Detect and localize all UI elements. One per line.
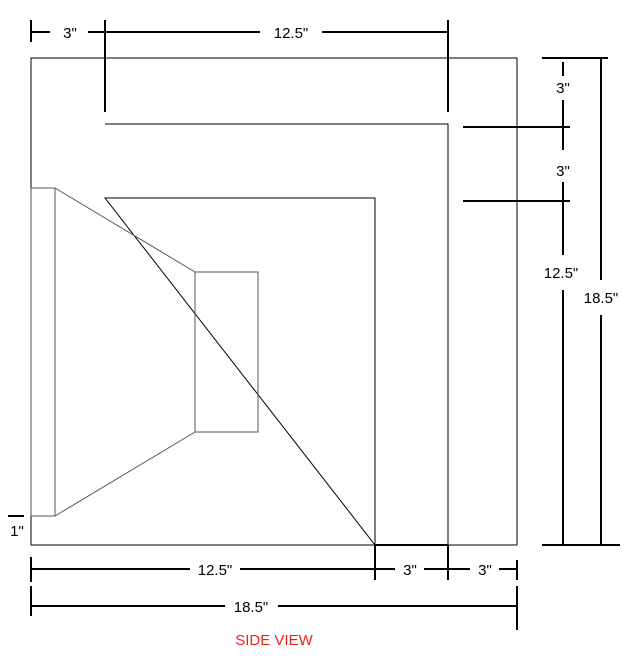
dim-label-right-12-5: 12.5" (544, 265, 579, 282)
dim-label-bottom-3-b: 3" (478, 562, 492, 579)
speaker-cone (54, 187, 196, 517)
speaker-magnet (194, 271, 259, 433)
internal-baffle (103, 123, 449, 547)
dim-label-bottom-12-5: 12.5" (198, 562, 233, 579)
enclosure-outline (30, 57, 518, 546)
dim-label-top-12-5: 12.5" (274, 25, 309, 42)
side-view-caption: SIDE VIEW (235, 632, 313, 649)
dim-label-right-3-top: 3" (556, 80, 570, 97)
dim-label-right-3-mid: 3" (556, 163, 570, 180)
dim-label-left-1: 1" (10, 523, 24, 540)
speaker-driver (30, 187, 259, 517)
dim-label-bottom-3-a: 3" (403, 562, 417, 579)
speaker-mounting-ring (30, 187, 56, 517)
dim-label-bottom-18-5: 18.5" (234, 599, 269, 616)
dimension-lines (8, 20, 620, 630)
dim-label-right-18-5: 18.5" (584, 290, 619, 307)
dim-label-top-3: 3" (63, 25, 77, 42)
